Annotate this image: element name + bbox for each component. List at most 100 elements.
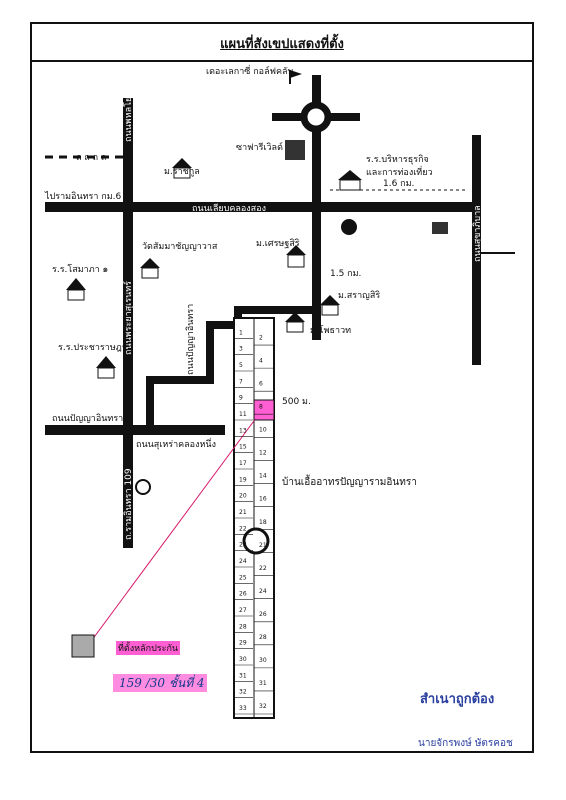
house-icon [140,258,160,279]
lot-number: 3 [239,346,243,353]
village-label: บ้านเอื้ออาทรปัญญารามอินทรา [282,474,417,488]
lot-number: 28 [239,623,247,630]
title-bar: แผนที่สังเขปแสดงที่ตั้ง [32,24,532,62]
lot-number: 31 [259,680,267,687]
saransiri-label: ม.สราญสิริ [338,290,380,301]
lot-number: 26 [259,611,267,618]
lot-number: 33 [239,705,247,712]
upper-left-line-label: ถ ถ ถ ถ [76,153,106,163]
panya-horizontal-label: ถนนปัญญาอินทรา [52,413,123,424]
lot-number: 4 [259,357,263,364]
lot-number: 13 [239,427,247,434]
lot-number: 32 [239,689,247,696]
house-icon [285,312,305,333]
golf-label: เดอะเลกาซี่ กอล์ฟคลับ [206,64,294,77]
map-frame: แผนที่สังเขปแสดงที่ตั้ง [30,22,534,753]
school-ramkul-label: ม.ราชกูล [164,167,200,177]
ramintra-label: ไปรามอินทรา กม.6 [44,191,122,202]
house-icon [96,356,116,379]
lot-number: 25 [239,574,247,581]
house-icon [338,170,362,191]
highlighted-lot [253,399,275,421]
distance-label-2: 1.5 กม. [330,269,361,279]
lot-number: 29 [239,640,247,647]
lot-number: 28 [259,634,267,641]
lot-number: 23 [239,542,247,549]
lot-number: 7 [239,378,243,385]
collateral-marker [71,634,95,658]
lot-number: 30 [259,657,267,664]
safari-label: ซาฟารีเวิลด์ [236,141,283,153]
left-vertical-label: ถนนพระยาสุเรนทร์ [122,281,134,355]
safari-icon [285,140,305,160]
school-right-label-2: และการท่องเที่ยว [366,165,433,178]
lot-number: 16 [259,496,267,503]
bottom-vertical-label: ถ.รามอินทรา 109 [123,468,134,540]
lot-number: 18 [259,519,267,526]
lot-number: 6 [259,380,263,387]
plot-code: 159 /30 ชั้นที่ 4 [113,674,207,692]
kasem-label: ม.เศรษฐสิริ [256,238,300,249]
lot-number: 14 [259,473,267,480]
soi-label: ถนนสุเหร่าคลองหนึ่ง [136,437,216,450]
lot-number: 9 [239,395,243,402]
lot-number: 31 [239,672,247,679]
small-circle-icon [135,479,151,495]
panya-winding-road [146,306,316,425]
roundabout-left-arm [272,113,302,121]
lot-number: 30 [239,656,247,663]
lots-group: 1357911131517192021222324252627282930313… [234,329,273,715]
house-icon [172,158,192,179]
lot-number: 11 [239,411,247,418]
stamp-title: สำเนาถูกต้อง [420,692,495,707]
lot-number: 17 [239,460,247,467]
lot-number: 24 [259,588,267,595]
roundabout [300,101,332,133]
prachaniwet-label: ร.ร.ประชาราษฎร์ [58,341,127,353]
wat-label: วัดสัมมาชัญญาวาส [142,242,218,252]
left-vertical-road [123,98,133,548]
top-vertical-road [312,75,321,340]
lot-number: 12 [259,450,267,457]
samanakan-label: ร.ร.โสมาภา ๑ [52,264,108,275]
distance-label-3: 500 ม. [282,397,311,407]
map-title: แผนที่สังเขปแสดงที่ตั้ง [220,37,344,52]
lot-number: 21 [259,542,267,549]
collateral-label: ที่ตั้งหลักประกัน [116,641,181,655]
lot-number: 15 [239,444,247,451]
right-vertical-label: ถนนสุขาภิบาล [472,205,483,262]
panya-vertical-label: ถนนปัญญาอินทรา [185,304,196,375]
lot-number: 5 [239,362,243,369]
phrakrit-label: ม.โพธาวท [310,325,351,336]
lot-number: 19 [239,476,247,483]
building-icon [432,222,448,234]
temple-icon [341,219,357,235]
pahon-label: ถนนพหลโยธิน [123,85,134,142]
lot-number: 22 [259,565,267,572]
lot-number: 8 [259,403,263,410]
distance-label-1: 1.6 กม. [383,179,414,189]
lot-number: 2 [259,334,263,341]
lot-number: 10 [259,427,267,434]
lot-number: 24 [239,558,247,565]
school-right-label: ร.ร.บริหารธุรกิจ [366,154,429,165]
stamp-signature: นายจักรพงษ์ ษัตรคอช [418,738,513,749]
roundabout-right-arm [330,113,360,121]
lot-number: 27 [239,607,247,614]
lot-number: 32 [259,703,267,710]
pointer-line [91,409,263,641]
lot-number: 21 [239,509,247,516]
house-icon [320,295,340,316]
lot-number: 22 [239,525,247,532]
golf-flag-icon [289,70,302,84]
lower-horizontal-road [45,425,225,435]
lot-number: 26 [239,591,247,598]
gate-icon [242,527,270,555]
main-road-label: ถนนเลียบคลองสอง [192,203,266,214]
lot-number: 1 [239,329,243,336]
house-icon [66,278,86,301]
house-icon [286,245,306,268]
main-horizontal-road [45,202,473,212]
lot-number: 20 [239,493,247,500]
